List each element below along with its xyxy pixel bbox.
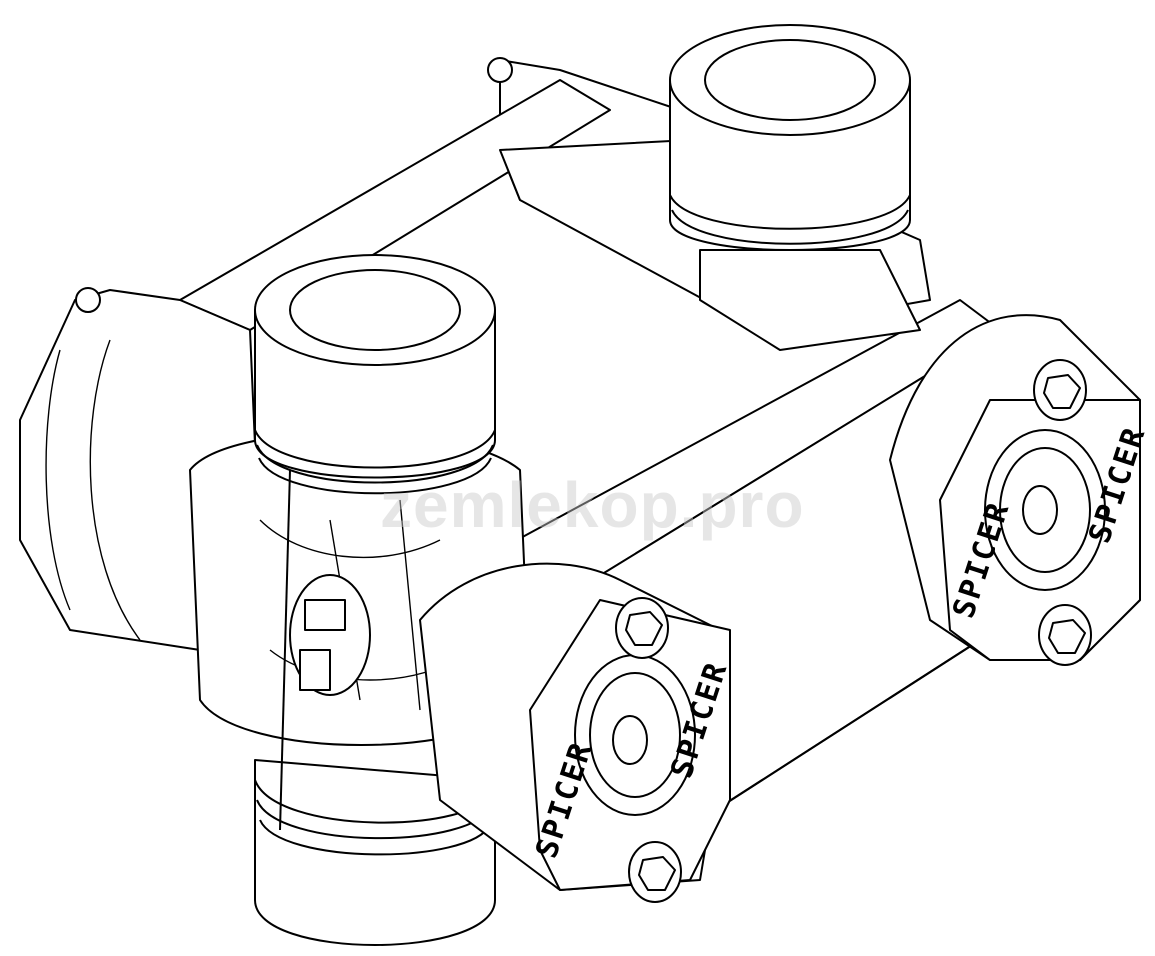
bolt-icon (1038, 604, 1092, 666)
bearing-cap-top-right (669, 24, 921, 351)
grease-fitting (289, 574, 371, 696)
bolt-icon (628, 841, 682, 903)
retaining-wire (279, 469, 291, 831)
bearing-cap-bottom (254, 759, 496, 946)
bolt-icon (615, 597, 669, 659)
bolt-icon (1033, 359, 1087, 421)
bearing-cap-top-left (254, 254, 496, 495)
bolts (615, 359, 1092, 903)
